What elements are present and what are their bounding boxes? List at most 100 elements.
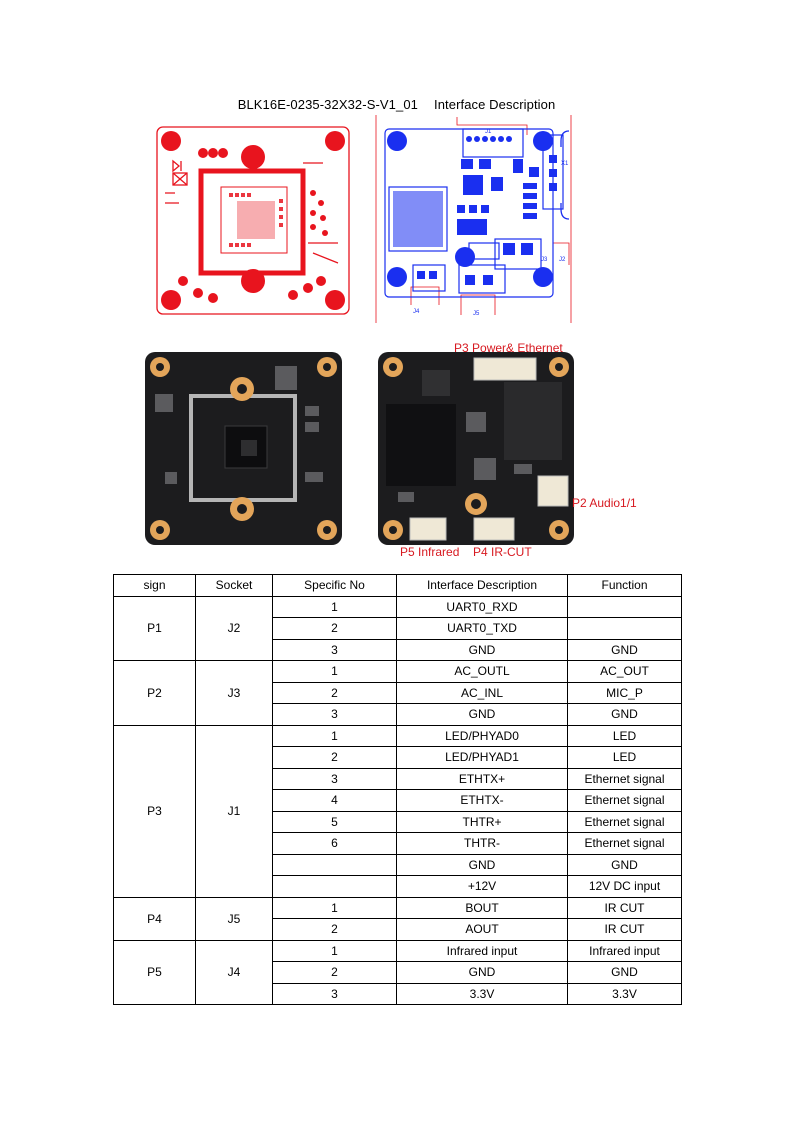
pcb-label-j5: J5: [473, 311, 480, 317]
cell-interface-description: AC_INL: [396, 681, 568, 704]
cell-interface-description: THTR+: [396, 810, 568, 833]
cell-function: GND: [567, 853, 682, 876]
cell-sign: P1: [113, 595, 196, 661]
cell-function: AC_OUT: [567, 660, 682, 683]
cell-interface-description: LED/PHYAD0: [396, 724, 568, 747]
cell-socket: J3: [195, 660, 273, 726]
label-p2-audio: P2 Audio1/1: [572, 496, 637, 510]
cell-interface-description: AC_OUTL: [396, 660, 568, 683]
pcb-label-j3: J3: [541, 257, 548, 263]
cell-function: Ethernet signal: [567, 832, 682, 855]
cell-function: Infrared input: [567, 939, 682, 962]
cell-interface-description: GND: [396, 638, 568, 661]
table-header-row: sign Socket Specific No Interface Descri…: [113, 574, 682, 597]
cell-specific-no: 2: [272, 617, 397, 640]
cell-interface-description: AOUT: [396, 918, 568, 941]
cell-interface-description: 3.3V: [396, 982, 568, 1005]
cell-specific-no: 1: [272, 939, 397, 962]
cell-specific-no: 5: [272, 810, 397, 833]
cell-function: Ethernet signal: [567, 767, 682, 790]
cell-interface-description: THTR-: [396, 832, 568, 855]
cell-function: [567, 617, 682, 640]
cell-socket: J4: [195, 939, 273, 1005]
header-socket: Socket: [195, 574, 273, 597]
cell-sign: P3: [113, 724, 196, 898]
pcb-label-x1: X1: [561, 161, 569, 167]
header-interface-description: Interface Description: [396, 574, 568, 597]
cell-interface-description: UART0_RXD: [396, 595, 568, 618]
label-p5-infrared: P5 Infrared: [400, 545, 460, 559]
header-specific-no: Specific No: [272, 574, 397, 597]
pcb-label-j4: J4: [413, 309, 420, 315]
cell-specific-no: [272, 853, 397, 876]
pcb-layout-bottom: J1 X1 J2 J3 J4 J5: [375, 115, 572, 323]
cell-interface-description: GND: [396, 853, 568, 876]
cell-specific-no: 1: [272, 595, 397, 618]
cell-specific-no: 4: [272, 789, 397, 812]
cell-specific-no: 2: [272, 918, 397, 941]
title-model: BLK16E-0235-32X32-S-V1_01: [237, 97, 418, 112]
page-title: BLK16E-0235-32X32-S-V1_01 Interface Descr…: [0, 97, 793, 112]
cell-specific-no: 1: [272, 896, 397, 919]
cell-interface-description: ETHTX-: [396, 789, 568, 812]
cell-specific-no: 3: [272, 767, 397, 790]
cell-specific-no: 6: [272, 832, 397, 855]
cell-function: GND: [567, 638, 682, 661]
cell-function: [567, 595, 682, 618]
cell-function: IR CUT: [567, 918, 682, 941]
label-p4-ircut: P4 IR-CUT: [473, 545, 532, 559]
cell-sign: P4: [113, 896, 196, 941]
pcb-layout-top: [156, 126, 350, 315]
cell-function: LED: [567, 746, 682, 769]
cell-specific-no: 3: [272, 703, 397, 726]
label-p3-power-ethernet: P3 Power& Ethernet: [454, 341, 563, 355]
cell-sign: P2: [113, 660, 196, 726]
cell-specific-no: 2: [272, 746, 397, 769]
cell-socket: J2: [195, 595, 273, 661]
cell-socket: J5: [195, 896, 273, 941]
cell-function: GND: [567, 961, 682, 984]
cell-function: 12V DC input: [567, 875, 682, 898]
header-function: Function: [567, 574, 682, 597]
cell-specific-no: 3: [272, 982, 397, 1005]
cell-function: LED: [567, 724, 682, 747]
cell-function: 3.3V: [567, 982, 682, 1005]
cell-interface-description: UART0_TXD: [396, 617, 568, 640]
cell-sign: P5: [113, 939, 196, 1005]
cell-specific-no: 2: [272, 961, 397, 984]
board-photo-back: [378, 352, 574, 545]
cell-interface-description: Infrared input: [396, 939, 568, 962]
cell-specific-no: [272, 875, 397, 898]
cell-function: Ethernet signal: [567, 810, 682, 833]
cell-specific-no: 1: [272, 724, 397, 747]
cell-interface-description: +12V: [396, 875, 568, 898]
cell-interface-description: LED/PHYAD1: [396, 746, 568, 769]
cell-specific-no: 2: [272, 681, 397, 704]
interface-table: sign Socket Specific No Interface Descri…: [113, 574, 682, 1005]
pcb-label-j2: J2: [559, 257, 566, 263]
pcb-label-j1: J1: [485, 129, 492, 135]
cell-interface-description: BOUT: [396, 896, 568, 919]
title-desc: Interface Description: [433, 97, 556, 112]
cell-function: GND: [567, 703, 682, 726]
board-photo-front: [145, 352, 342, 545]
cell-specific-no: 1: [272, 660, 397, 683]
cell-interface-description: GND: [396, 961, 568, 984]
cell-specific-no: 3: [272, 638, 397, 661]
